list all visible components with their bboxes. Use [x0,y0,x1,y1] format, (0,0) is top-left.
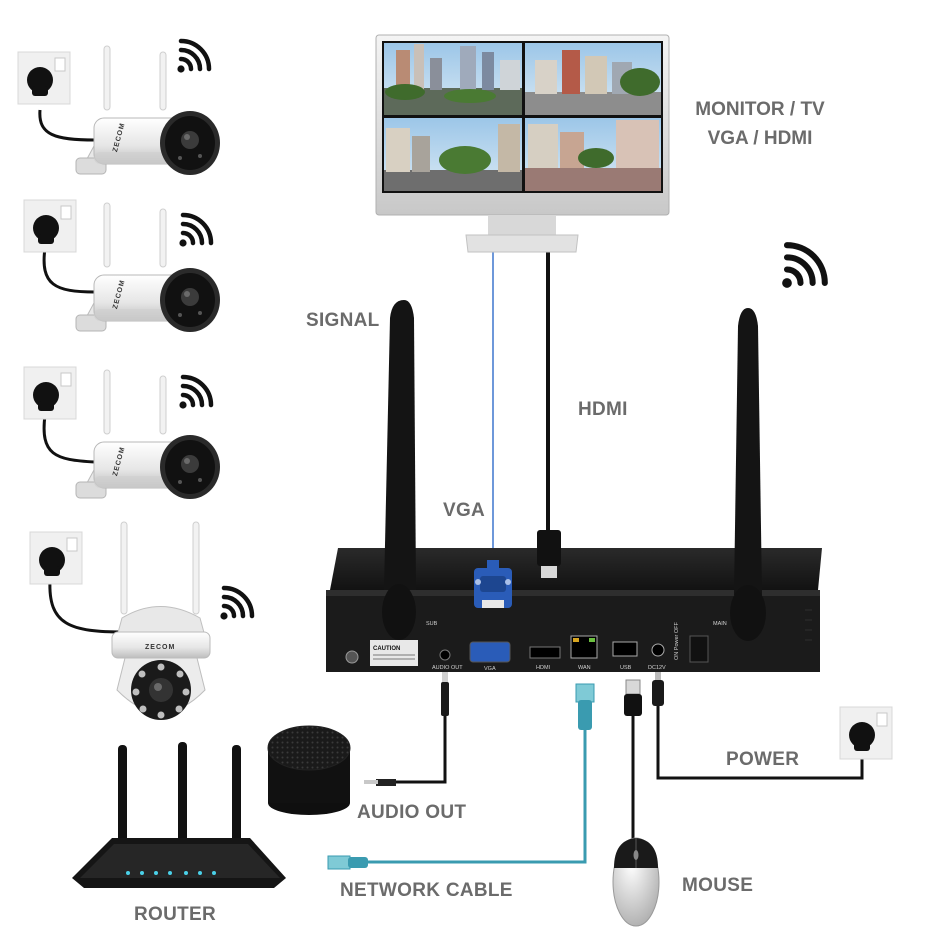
ptz-brand-text: ZECOM [145,644,175,651]
dc-power-port [651,643,665,657]
monitor-label-line2: VGA / HDMI [707,128,813,149]
dc-plug [652,672,664,706]
signal-label: SIGNAL [306,310,380,331]
rj45-plug [575,683,595,730]
vga-label: VGA [443,500,486,521]
hdmi-port-label: HDMI [536,665,551,671]
camera1-wifi-icon [177,41,209,73]
camera1-power-cable [38,109,96,142]
sub-label: SUB [426,621,438,627]
usb-port-label: USB [620,665,632,671]
ptz-camera: ZECOM [111,521,211,720]
power-switch-label: ON Power OFF [674,621,680,660]
camera4-wall-socket [29,531,83,585]
antenna-left [382,300,416,640]
hdmi-connector [537,530,561,578]
audio-jack-end [364,779,396,786]
router [72,742,286,888]
dc-port-label: DC12V [648,665,666,671]
audio-out-label: AUDIO OUT [357,802,467,823]
camera3-wifi-icon [179,377,211,409]
audio-cable [378,690,447,784]
audio-out-port [439,649,451,661]
mouse [612,837,660,927]
monitor-label: MONITOR / TV VGA / HDMI [680,95,840,153]
network-cable [365,730,587,864]
wan-port-label: WAN [578,665,591,671]
camera4-wifi-icon [220,588,252,620]
bullet-camera-2 [75,202,221,333]
caution-label [370,640,418,666]
audio-out-port-label: AUDIO OUT [432,665,463,671]
cables [38,109,864,864]
bullet-camera-3 [75,369,221,500]
power-cable [656,700,864,780]
monitor [375,34,670,253]
hdmi-label: HDMI [578,399,628,420]
mouse-label: MOUSE [682,875,754,896]
camera1-wall-socket [17,51,71,105]
ground-screw [345,650,359,664]
audio-plug [441,672,449,716]
usb-plug [624,679,642,716]
power-switch [689,635,709,663]
caution-text: CAUTION [373,646,400,652]
usb-port [612,641,638,657]
network-cable-label: NETWORK CABLE [340,880,513,901]
vga-port-label: VGA [484,666,496,672]
router-label: ROUTER [134,904,217,925]
vga-port [469,641,511,663]
speaker [267,725,351,815]
power-label: POWER [726,749,800,770]
camera-feed-tiles [384,43,661,191]
vga-connector [474,560,512,608]
camera2-wifi-icon [179,215,211,247]
main-label: MAIN [713,621,727,627]
nvr-wifi-icon [782,245,825,288]
camera2-power-cable [42,247,96,294]
router-status-lights [126,871,216,875]
camera3-wall-socket [23,366,77,420]
network-cable-end [327,855,368,870]
hdmi-port [529,646,561,659]
monitor-label-line1: MONITOR / TV [695,99,825,120]
antenna-right [730,308,766,641]
camera4-power-cable [48,579,126,634]
camera3-power-cable [42,414,96,464]
camera2-wall-socket [23,199,77,253]
power-wall-socket [839,706,893,760]
